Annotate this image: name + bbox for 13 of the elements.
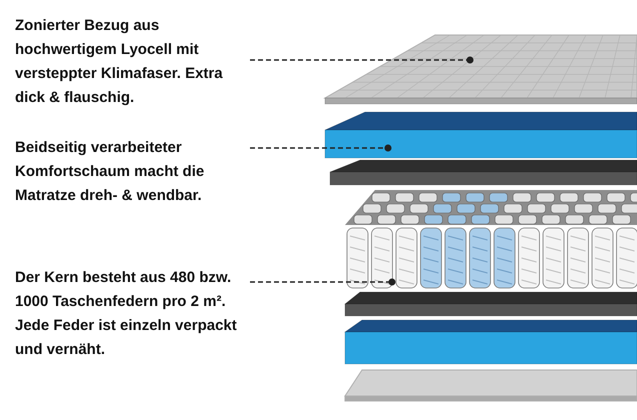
callout-text: Zonierter Bezug aus hochwertigem Lyocell mit versteppter Klimafaser. Extra dick & flauschig. [15, 14, 250, 110]
foam-layer [344, 320, 637, 364]
leader-line [250, 278, 396, 286]
leader-line [250, 56, 474, 64]
leader-line [250, 144, 392, 152]
callout-text: Beidseitig verarbeiteter Komfortschaum macht die Matratze dreh- & wendbar. [15, 136, 250, 208]
foam-layer [324, 112, 637, 158]
felt-layer [344, 292, 637, 316]
spring-core-drawing [345, 190, 637, 288]
felt-layer [330, 160, 637, 186]
mattress-cover-layer [344, 370, 637, 402]
mattress-cover-layer [323, 34, 637, 104]
callout-text: Der Kern besteht aus 480 bzw. 1000 Taschenfedern pro 2 m². Jede Feder ist einzeln verpackt und vernäht. [15, 266, 250, 362]
